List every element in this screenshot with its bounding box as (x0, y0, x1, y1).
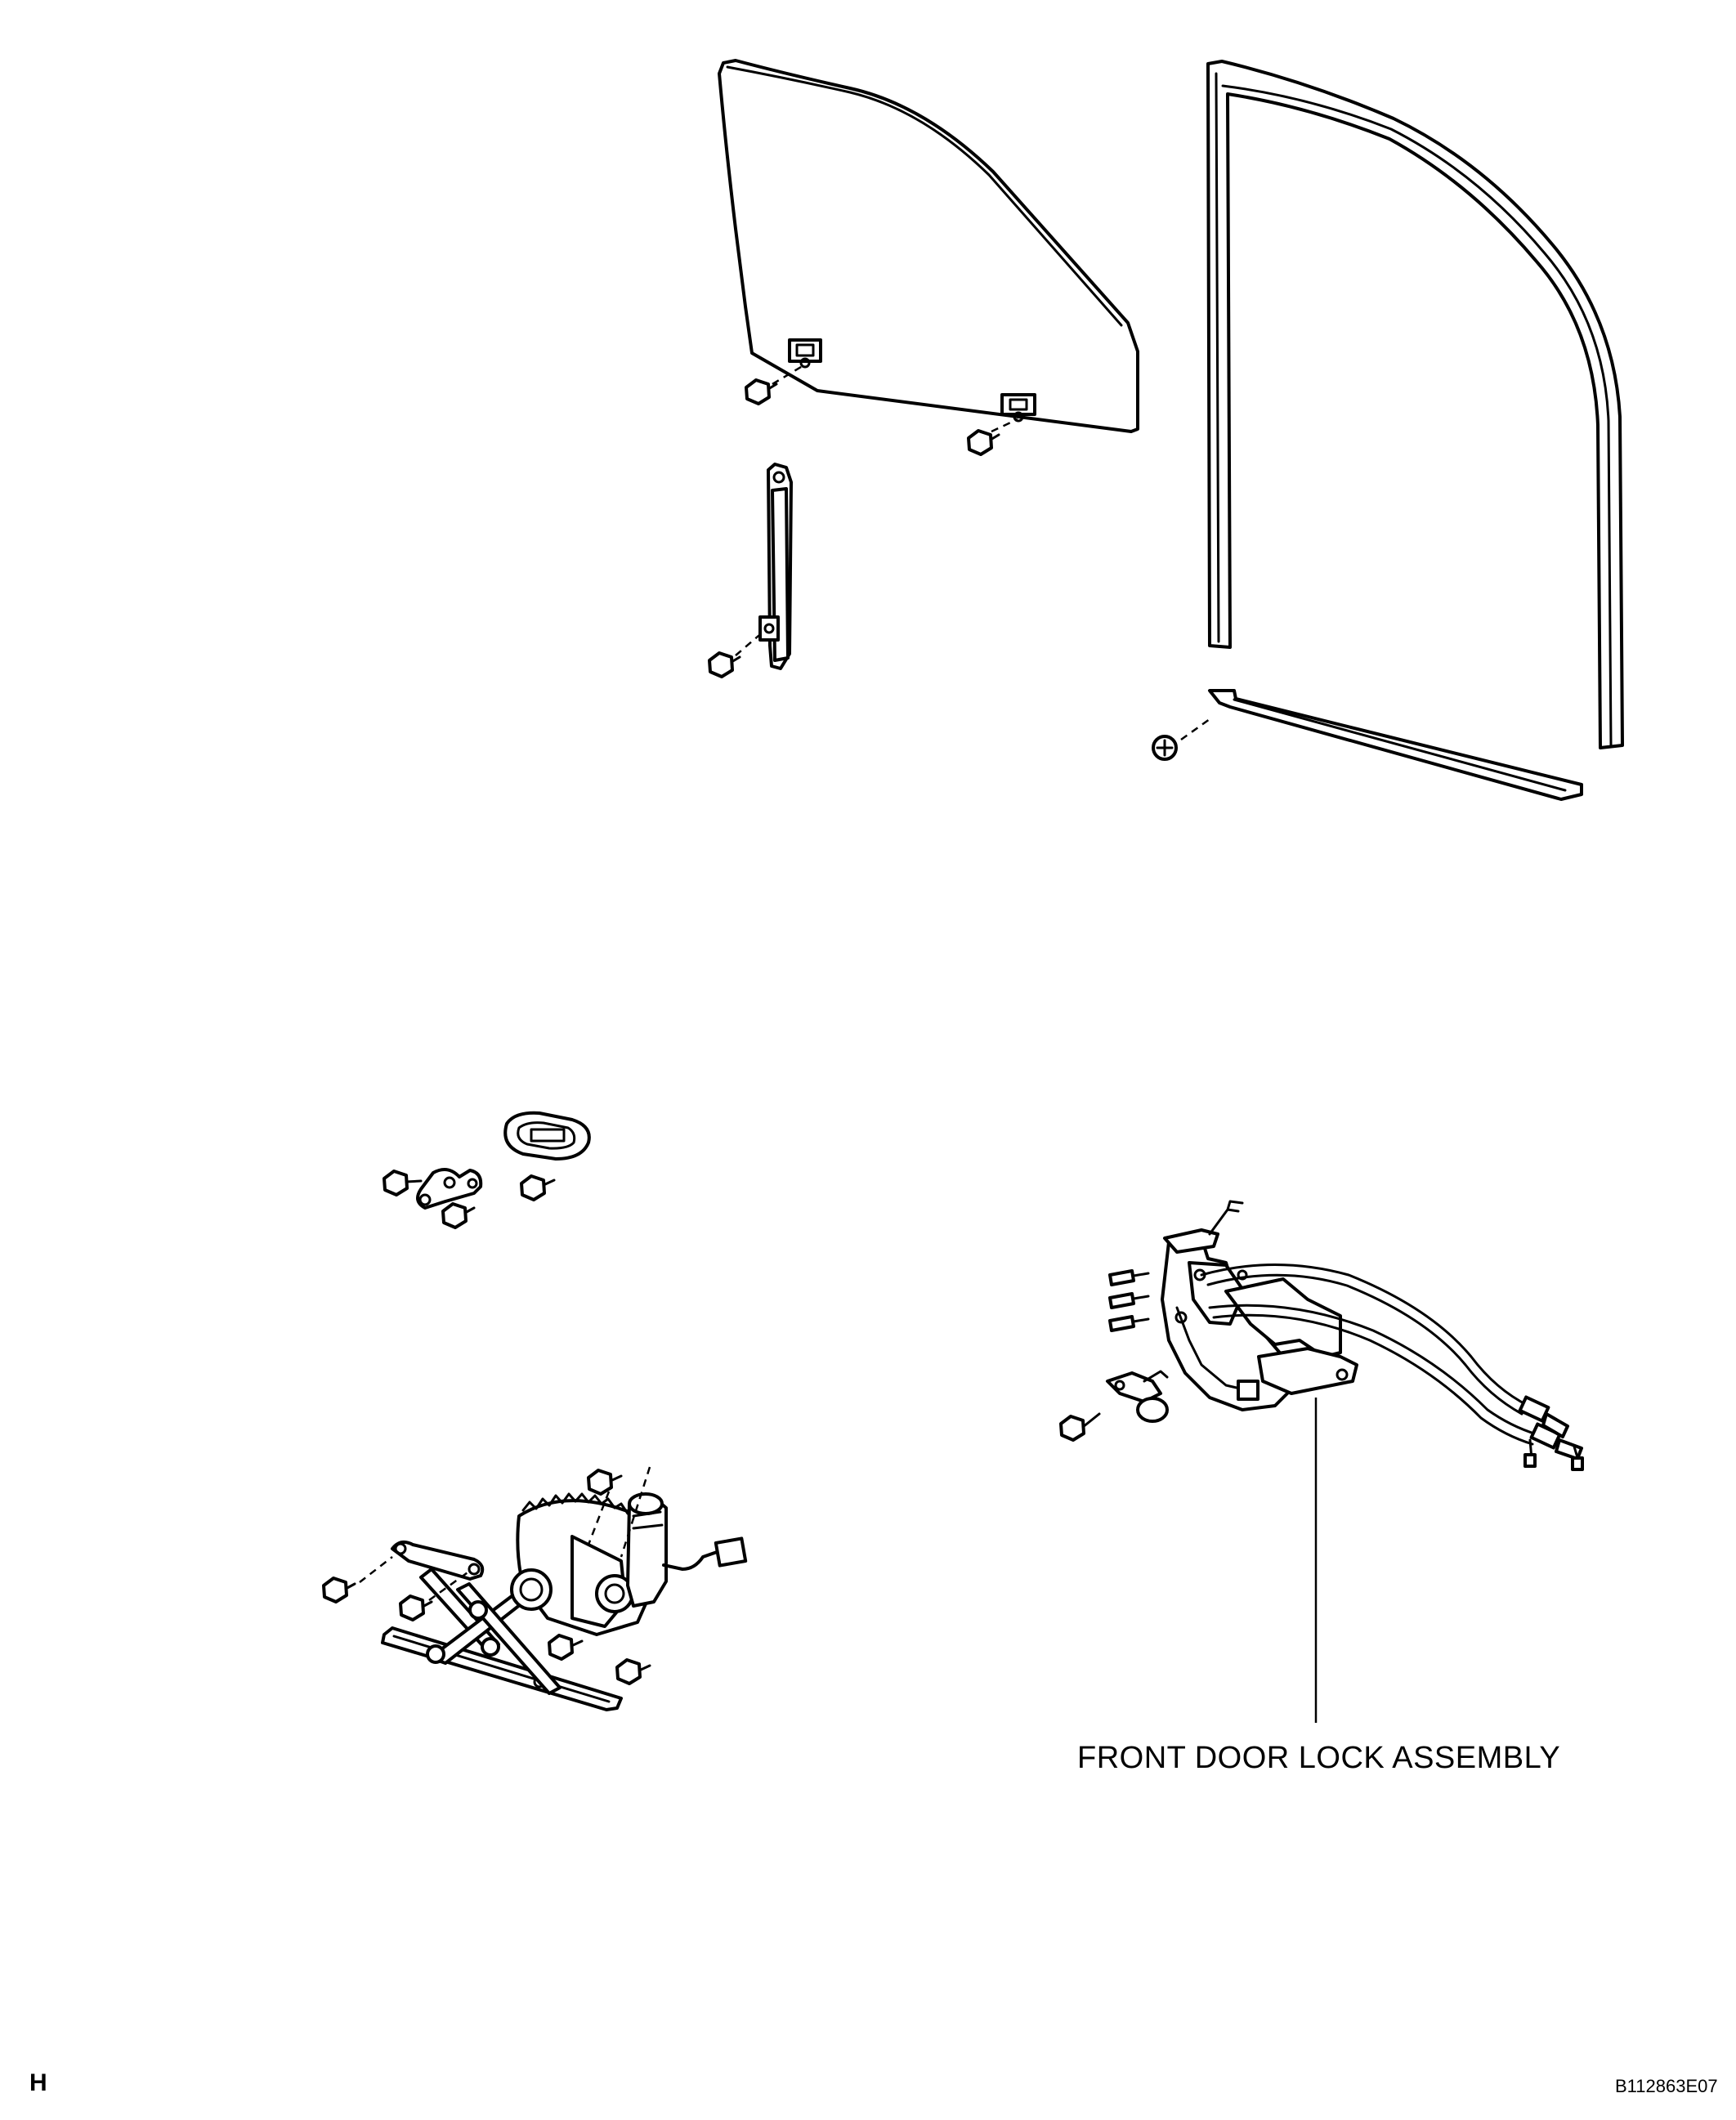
rear-lower-sash (758, 463, 793, 670)
regulator-bolt (587, 1469, 623, 1496)
glass-bolt (967, 418, 1018, 456)
regulator-bolt (399, 1569, 471, 1621)
front-door-glass (718, 59, 1139, 433)
lock-screw (1108, 1269, 1150, 1286)
regulator-bolt (548, 1634, 584, 1661)
regulator-bolt (322, 1556, 393, 1603)
stopper-bolt (383, 1170, 423, 1196)
lock-screw (1108, 1292, 1150, 1309)
door-stopper (503, 1111, 591, 1161)
glass-bolt (745, 363, 806, 405)
stopper-bolt (520, 1174, 556, 1201)
callout-label-front-door-lock-assembly: FRONT DOOR LOCK ASSEMBLY (1077, 1741, 1561, 1775)
regulator-bolt (615, 1658, 651, 1685)
stopper-bolt (441, 1202, 476, 1229)
sash-bolt (708, 630, 765, 678)
lock-link-bracket (1106, 1370, 1169, 1423)
window-regulator (381, 1466, 748, 1711)
lock-screw (1108, 1315, 1150, 1332)
glass-run (1206, 60, 1624, 749)
stopper-arm (416, 1168, 483, 1210)
lock-cables (1200, 1264, 1584, 1471)
page-letter: H (29, 2069, 47, 2096)
belt-moulding (1208, 689, 1583, 801)
moulding-clip-screw (1152, 718, 1210, 761)
lock-bracket-bolt (1059, 1412, 1101, 1442)
figure-code: B112863E07 (1615, 2076, 1718, 2096)
